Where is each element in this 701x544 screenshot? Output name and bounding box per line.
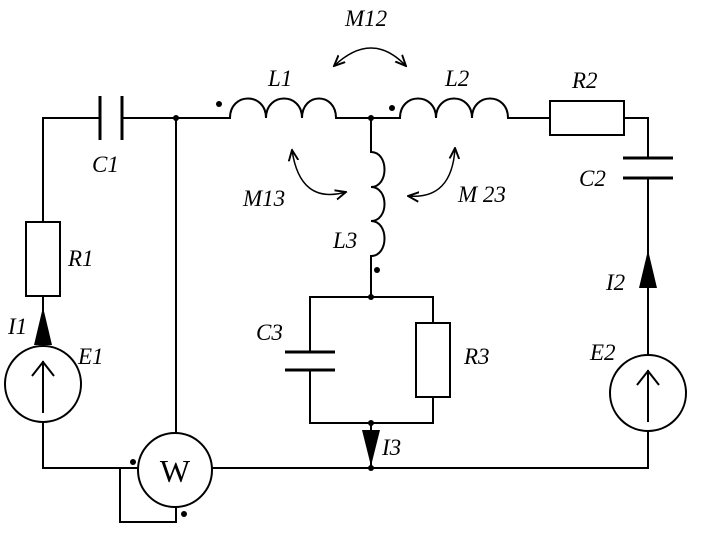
inductor-l1 [229,97,337,119]
mutual-arrow-m12 [334,47,406,66]
junction-rc-top [368,294,374,300]
l2-polarity-dot [389,105,395,111]
wire-e1-bottom [42,423,138,469]
capacitor-c1 [98,96,124,140]
inductor-l3 [370,151,386,257]
label-wattmeter: W [160,453,191,489]
label-c1: C1 [92,152,119,177]
current-arrow-i2 [639,250,657,288]
label-m12: M12 [344,6,387,31]
current-arrow-i1 [34,307,52,345]
junction-rc-bottom [368,420,374,426]
label-l1: L1 [267,66,292,91]
label-l3: L3 [332,228,357,253]
wire-wattmeter-loop [119,467,177,523]
label-r3: R3 [463,344,490,369]
label-e2: E2 [589,340,616,365]
label-i2: I2 [605,270,625,295]
capacitor-c3 [285,350,335,372]
label-c2: C2 [579,166,606,191]
source-e1 [4,345,82,423]
polarity-dots [130,101,395,517]
inductor-l2 [399,97,509,119]
wattmeter [137,432,213,508]
l1-polarity-dot [216,101,222,107]
label-r1: R1 [67,246,94,271]
label-l2: L2 [444,66,469,91]
label-i1: I1 [7,314,27,339]
resistor-r1 [25,221,61,297]
resistor-r3 [415,322,451,398]
junction-bottom-rail [368,465,374,471]
current-arrow-i3 [362,430,380,466]
label-m13: M13 [242,186,285,211]
label-c3: C3 [256,320,283,345]
wire-r2-right [623,117,649,159]
mutual-arrow-m13 [292,150,346,194]
label-e1: E1 [77,344,104,369]
label-m23: M 23 [457,182,506,207]
wattmeter-polarity-dot-2 [181,511,187,517]
junction-dots [173,115,374,471]
junction-c1-node [173,115,179,121]
source-e2 [609,354,687,432]
wattmeter-polarity-dot-1 [130,459,136,465]
label-r2: R2 [571,68,598,93]
l3-polarity-dot [374,267,380,273]
resistor-r2 [549,100,625,136]
capacitor-c2 [623,156,673,180]
label-i3: I3 [381,435,401,460]
junction-l-node [368,115,374,121]
mutual-arrow-m23 [408,148,455,196]
